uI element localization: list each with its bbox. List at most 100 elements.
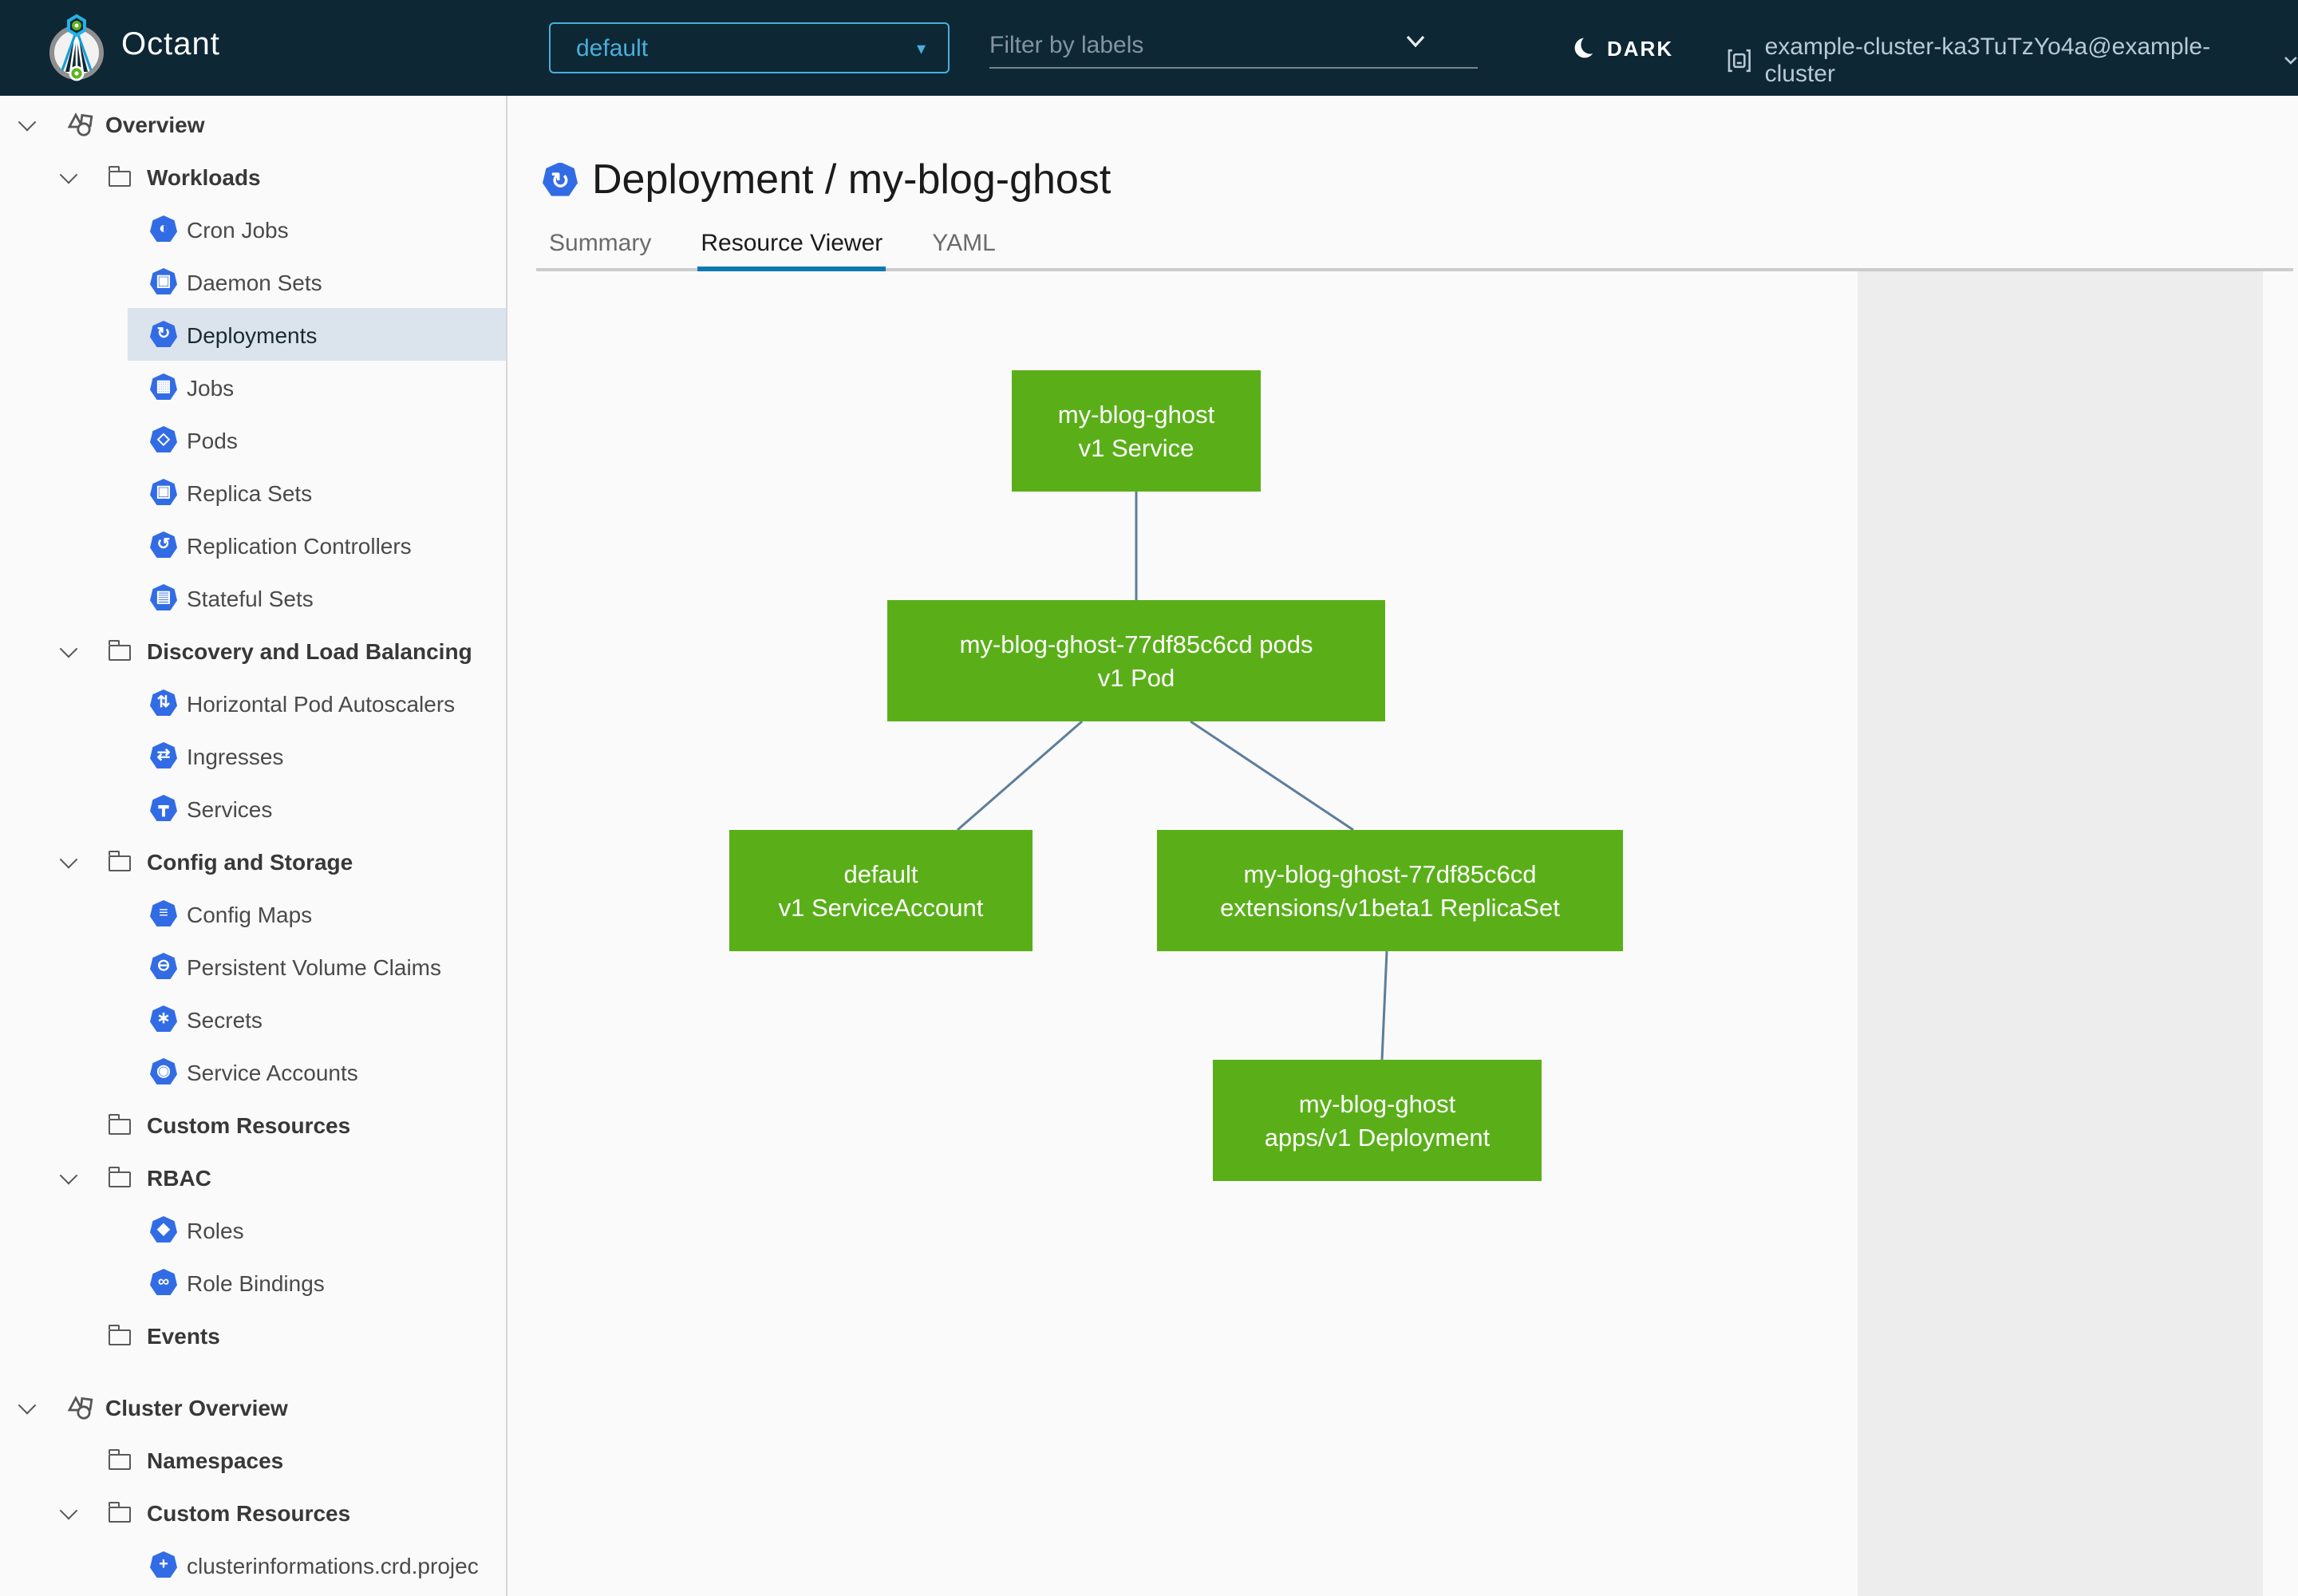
sidebar-item-custom-resources[interactable]: Custom Resources <box>0 1098 506 1151</box>
graph-edge <box>957 720 1083 832</box>
chevron-down-icon[interactable] <box>57 855 80 867</box>
svg-text:apps/v1 Deployment: apps/v1 Deployment <box>1265 1124 1491 1152</box>
octant-logo-icon <box>49 14 104 81</box>
k8s-replicationcontroller-icon: ↺ <box>150 531 177 558</box>
graph-node-service[interactable]: my-blog-ghost v1 Service <box>1012 370 1261 492</box>
svg-text:v1 Pod: v1 Pod <box>1098 664 1175 692</box>
sidebar-item-replica-sets[interactable]: ▣Replica Sets <box>0 466 506 519</box>
svg-text:default: default <box>843 860 918 888</box>
chevron-down-icon[interactable] <box>57 644 80 657</box>
folder-icon <box>108 639 131 660</box>
k8s-configmap-icon: ≡ <box>150 900 177 926</box>
sidebar-item-events[interactable]: Events <box>0 1309 506 1361</box>
folder-icon <box>108 850 131 871</box>
sidebar-item-label: Deployments <box>187 322 318 347</box>
chevron-down-icon[interactable] <box>1404 35 1427 48</box>
sidebar-item-discovery-and-load-balancing[interactable]: Discovery and Load Balancing <box>0 624 506 677</box>
chevron-down-icon[interactable] <box>16 1400 38 1413</box>
tab-bar-border <box>536 268 2293 271</box>
sidebar-item-label: Cluster Overview <box>105 1394 288 1420</box>
sidebar-item-clusterinformations-crd-projec[interactable]: +clusterinformations.crd.projec <box>0 1539 506 1591</box>
folder-icon <box>108 1501 131 1522</box>
svg-text:my-blog-ghost: my-blog-ghost <box>1058 401 1215 429</box>
dark-theme-toggle[interactable]: DARK <box>1572 35 1673 61</box>
tab-yaml[interactable]: YAML <box>932 230 996 257</box>
tab-bar: Summary Resource Viewer YAML <box>549 223 1045 271</box>
sidebar-item-pods[interactable]: ◇ Pods <box>0 413 506 466</box>
sidebar-item-custom-resources[interactable]: Custom Resources <box>0 1486 506 1539</box>
sidebar-item-service-accounts[interactable]: ◉Service Accounts <box>0 1045 506 1098</box>
graph-node-replicaset[interactable]: my-blog-ghost-77df85c6cdextensions/v1bet… <box>1157 830 1623 951</box>
sidebar-item-persistent-volume-claims[interactable]: ⊖Persistent Volume Claims <box>0 940 506 993</box>
k8s-pod-icon: ◇ <box>150 426 177 452</box>
sidebar-item-label: Events <box>147 1322 220 1348</box>
k8s-role-icon: ◆ <box>150 1216 177 1242</box>
cluster-context-selector[interactable]: example-cluster-ka3TuTzYo4a@example-clus… <box>1727 34 2298 88</box>
sidebar-item-label: Jobs <box>187 374 235 400</box>
sidebar-item-namespaces[interactable]: Namespaces <box>0 1433 506 1486</box>
sidebar-item-secrets[interactable]: ∗Secrets <box>0 993 506 1045</box>
sidebar-item-role-bindings[interactable]: ∞Role Bindings <box>0 1256 506 1309</box>
sidebar-item-label: Cron Jobs <box>187 216 289 242</box>
label-filter-input[interactable]: Filter by labels <box>989 22 1478 69</box>
page-title: ↻ Deployment / my-blog-ghost <box>543 155 1111 204</box>
sidebar-item-replication-controllers[interactable]: ↺ Replication Controllers <box>0 519 506 571</box>
sidebar-item-cluster-overview[interactable]: Cluster Overview <box>0 1381 506 1433</box>
sidebar-item-horizontal-pod-autoscalers[interactable]: ⇅Horizontal Pod Autoscalers <box>0 677 506 729</box>
tab-resource-viewer[interactable]: Resource Viewer <box>697 223 886 271</box>
sidebar-item-label: Horizontal Pod Autoscalers <box>187 690 456 716</box>
k8s-rolebinding-icon: ∞ <box>150 1269 177 1295</box>
tab-summary[interactable]: Summary <box>549 230 652 257</box>
app-header: Octant default ▾ Filter by labels DARK <box>0 0 2298 96</box>
sidebar-item-label: Config and Storage <box>147 848 353 874</box>
sidebar-item-ingresses[interactable]: ⇄Ingresses <box>0 729 506 782</box>
sidebar-item-label: Ingresses <box>187 743 284 768</box>
sidebar-item-csidrivers-csi-storage-k8s-io[interactable]: +csidrivers.csi.storage.k8s.io <box>0 1591 506 1596</box>
applications-icon <box>67 112 93 136</box>
sidebar-item-label: Custom Resources <box>147 1499 351 1525</box>
chevron-down-icon <box>2284 57 2297 65</box>
graph-node-serviceaccount[interactable]: default v1 ServiceAccount <box>729 830 1033 951</box>
k8s-replicaset-icon: ▣ <box>150 479 177 505</box>
sidebar-item-deployments[interactable]: ↻Deployments <box>0 308 506 361</box>
svg-text:v1 ServiceAccount: v1 ServiceAccount <box>779 894 984 922</box>
chevron-down-icon[interactable] <box>57 1506 80 1519</box>
sidebar-item-label: Daemon Sets <box>187 269 322 294</box>
sidebar-item-label: Overview <box>105 111 205 136</box>
sidebar-item-roles[interactable]: ◆ Roles <box>0 1203 506 1256</box>
chevron-down-icon[interactable] <box>16 117 38 130</box>
sidebar-item-config-and-storage[interactable]: Config and Storage <box>0 835 506 887</box>
sidebar-item-label: Namespaces <box>147 1447 284 1472</box>
sidebar-item-label: Custom Resources <box>147 1112 351 1137</box>
sidebar-item-rbac[interactable]: RBAC <box>0 1151 506 1203</box>
sidebar-item-config-maps[interactable]: ≡Config Maps <box>0 887 506 940</box>
page-title-text: Deployment / my-blog-ghost <box>592 155 1111 203</box>
sidebar-item-workloads[interactable]: Workloads <box>0 150 506 203</box>
sidebar-item-label: Replication Controllers <box>187 532 412 558</box>
chevron-down-icon[interactable] <box>57 170 80 183</box>
cluster-icon <box>1727 49 1751 73</box>
graph-node-deployment[interactable]: my-blog-ghost apps/v1 Deployment <box>1213 1060 1542 1181</box>
app-title: Octant <box>121 27 220 62</box>
sidebar-item-label: Secrets <box>187 1006 263 1032</box>
folder-icon <box>108 1113 131 1134</box>
sidebar-item-label: Stateful Sets <box>187 585 314 610</box>
svg-text:my-blog-ghost-77df85c6cd: my-blog-ghost-77df85c6cd <box>1243 860 1536 888</box>
chevron-down-icon[interactable] <box>57 1171 80 1183</box>
sidebar-item-services[interactable]: ┳Services <box>0 782 506 835</box>
sidebar-item-daemon-sets[interactable]: ▣Daemon Sets <box>0 255 506 308</box>
namespace-selector[interactable]: default ▾ <box>549 22 950 73</box>
sidebar-item-jobs[interactable]: ▦Jobs <box>0 361 506 413</box>
sidebar-item-label: Pods <box>187 427 238 452</box>
sidebar-item-cron-jobs[interactable]: ◐Cron Jobs <box>0 203 506 255</box>
folder-icon <box>108 1324 131 1345</box>
svg-text:v1 Service: v1 Service <box>1079 434 1194 462</box>
sidebar-item-label: Roles <box>187 1217 244 1242</box>
sidebar-item-overview[interactable]: Overview <box>0 97 506 150</box>
svg-text:my-blog-ghost: my-blog-ghost <box>1299 1090 1456 1118</box>
sidebar-item-stateful-sets[interactable]: ▤Stateful Sets <box>0 571 506 624</box>
